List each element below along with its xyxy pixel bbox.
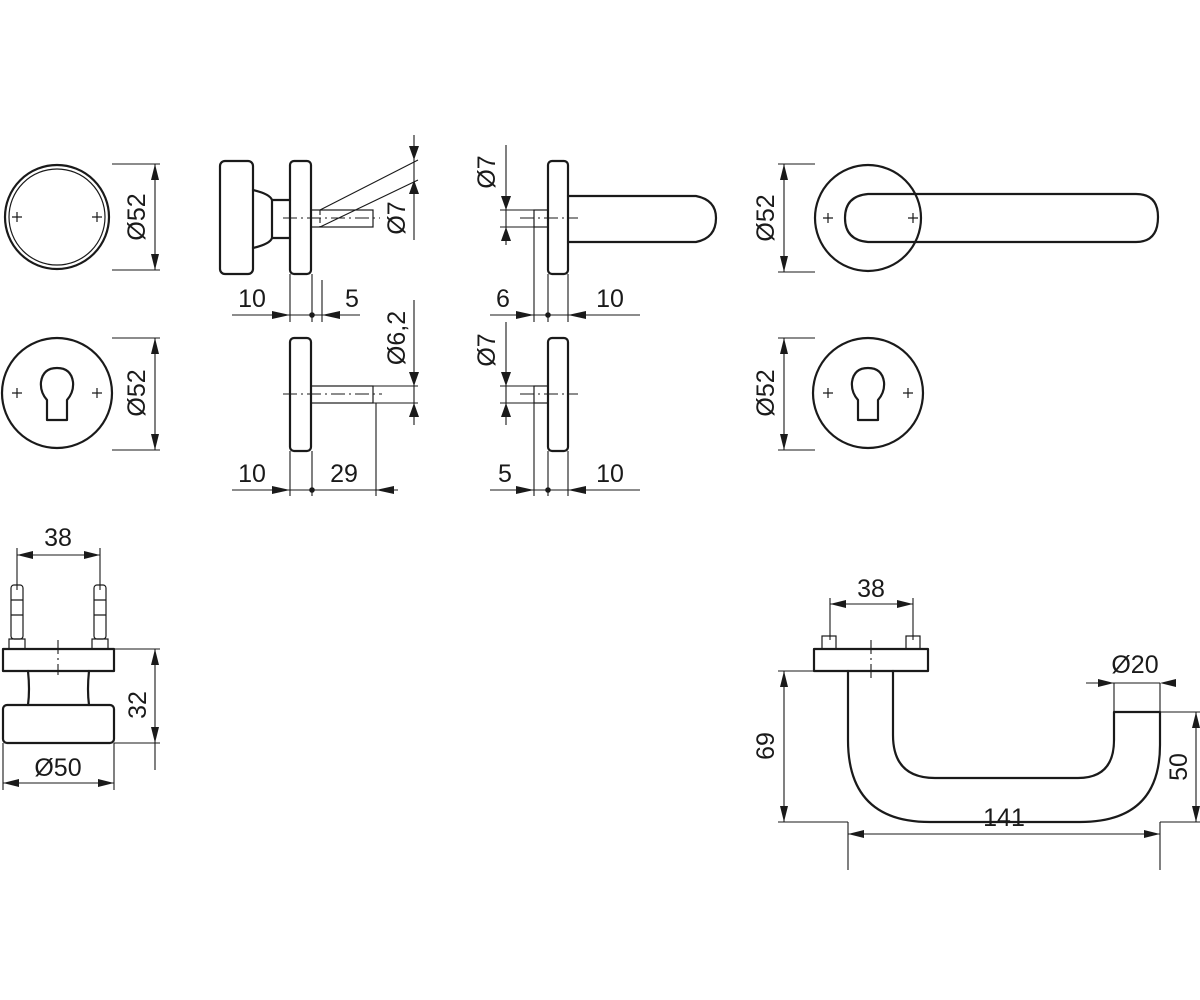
knob-right-dim: 5	[345, 285, 359, 313]
knob-pin-dia: Ø7	[383, 201, 411, 234]
knob-side-view: Ø7 10 5	[218, 135, 419, 322]
rose-bottom-left-dia: Ø52	[123, 369, 151, 416]
knob-left-dim: 10	[238, 285, 266, 313]
pin-side-view: Ø6,2 10 29	[232, 300, 419, 496]
knob-top-view: 38 32 Ø50	[1, 524, 160, 790]
lever-right-dim: 10	[596, 285, 624, 313]
handle-length: 141	[983, 804, 1025, 832]
handle-top-view: 38 Ø20 69 50 141	[752, 575, 1200, 870]
knob-front-dia: Ø50	[34, 754, 81, 782]
lever-left-dim: 6	[496, 285, 510, 313]
escutcheon-side-view: Ø7 5 10	[473, 322, 640, 496]
pin-dia: Ø6,2	[383, 311, 411, 365]
rose-bottom-right-dia: Ø52	[752, 369, 780, 416]
rose-top-right-dia: Ø52	[752, 194, 780, 241]
lever-pin-dia: Ø7	[473, 155, 501, 188]
knob-front-bolt-spacing: 38	[44, 524, 72, 552]
handle-bolt-spacing: 38	[857, 575, 885, 603]
pin-left-dim: 10	[238, 460, 266, 488]
rose-top-left-dia: Ø52	[123, 193, 151, 240]
knob-front-height: 32	[124, 691, 152, 719]
lever-side-view: Ø7 6 10	[473, 145, 718, 322]
lever-front-view: Ø52	[752, 163, 1160, 273]
escutcheon-pin-dia: Ø7	[473, 333, 501, 366]
escutcheon-front-view: Ø52	[0, 336, 160, 451]
handle-grip-dia: Ø20	[1111, 651, 1158, 679]
escutcheon-left-dim: 5	[498, 460, 512, 488]
pin-right-dim: 29	[330, 460, 358, 488]
rose-front-view: Ø52	[3, 163, 160, 271]
escutcheon-right-front-view: Ø52	[752, 336, 925, 451]
handle-height: 69	[752, 732, 780, 760]
handle-drop: 50	[1165, 753, 1193, 781]
escutcheon-right-dim: 10	[596, 460, 624, 488]
